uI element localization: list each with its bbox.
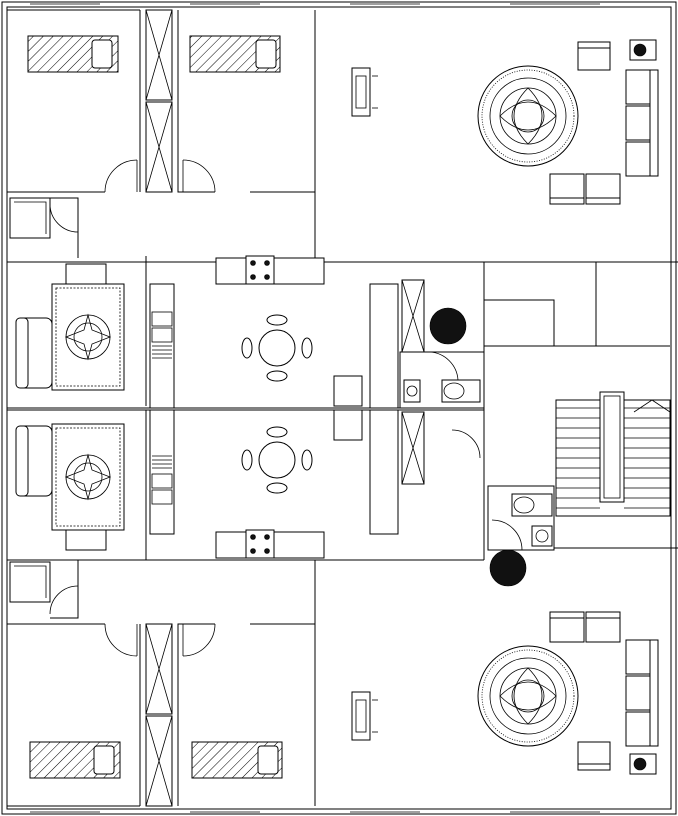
bed-icon [191,741,283,779]
shower-icon [9,197,51,239]
wc-icon [441,379,481,403]
bedroom-left-walls [7,9,141,193]
upper-unit [7,9,678,409]
sofa-icon [625,69,659,177]
potted-plant-icon [629,39,657,61]
wardrobe-icon [145,9,173,193]
armchair-icon [65,529,107,551]
bedroom-left-walls [7,623,141,807]
basin-icon [531,525,553,547]
bedroom-right-walls [177,623,316,806]
armchair-icon [65,263,107,285]
kitchen-counter [149,409,175,535]
round-rug-icon [477,65,579,167]
shower-icon [9,561,51,603]
sofa-icon [15,317,53,389]
rectangular-rug-icon [51,423,125,531]
stove-icon [215,255,325,285]
tv-stand-icon [351,67,378,117]
wardrobe-icon [401,279,425,353]
door-arc [104,159,138,193]
potted-plant-icon [489,549,527,587]
bed-icon [29,741,121,779]
dining-table-icon [241,426,313,494]
sink-icon [151,311,173,359]
potted-plant-icon [429,307,467,345]
chair [333,409,363,441]
wardrobe-icon [145,623,173,807]
tv-stand-icon [351,691,378,741]
wc-icon [511,493,553,517]
armchair-icon [549,611,621,643]
rectangular-rug-icon [51,283,125,391]
armchair-icon [549,173,621,205]
sofa-icon [15,425,53,497]
sofa-icon [625,639,659,747]
lower-unit [7,406,678,807]
potted-plant-icon [629,753,657,775]
dining-table-icon [241,314,313,382]
wardrobe-icon [401,411,425,485]
bed-icon [27,35,119,73]
armchair-icon [577,741,611,771]
chair [333,375,363,407]
round-rug-icon [477,645,579,747]
sink-icon [151,455,173,505]
stove-icon [215,529,325,559]
basin-icon [403,379,421,403]
armchair-icon [577,41,611,71]
stair-icon [555,391,671,517]
bed-icon [189,35,281,73]
